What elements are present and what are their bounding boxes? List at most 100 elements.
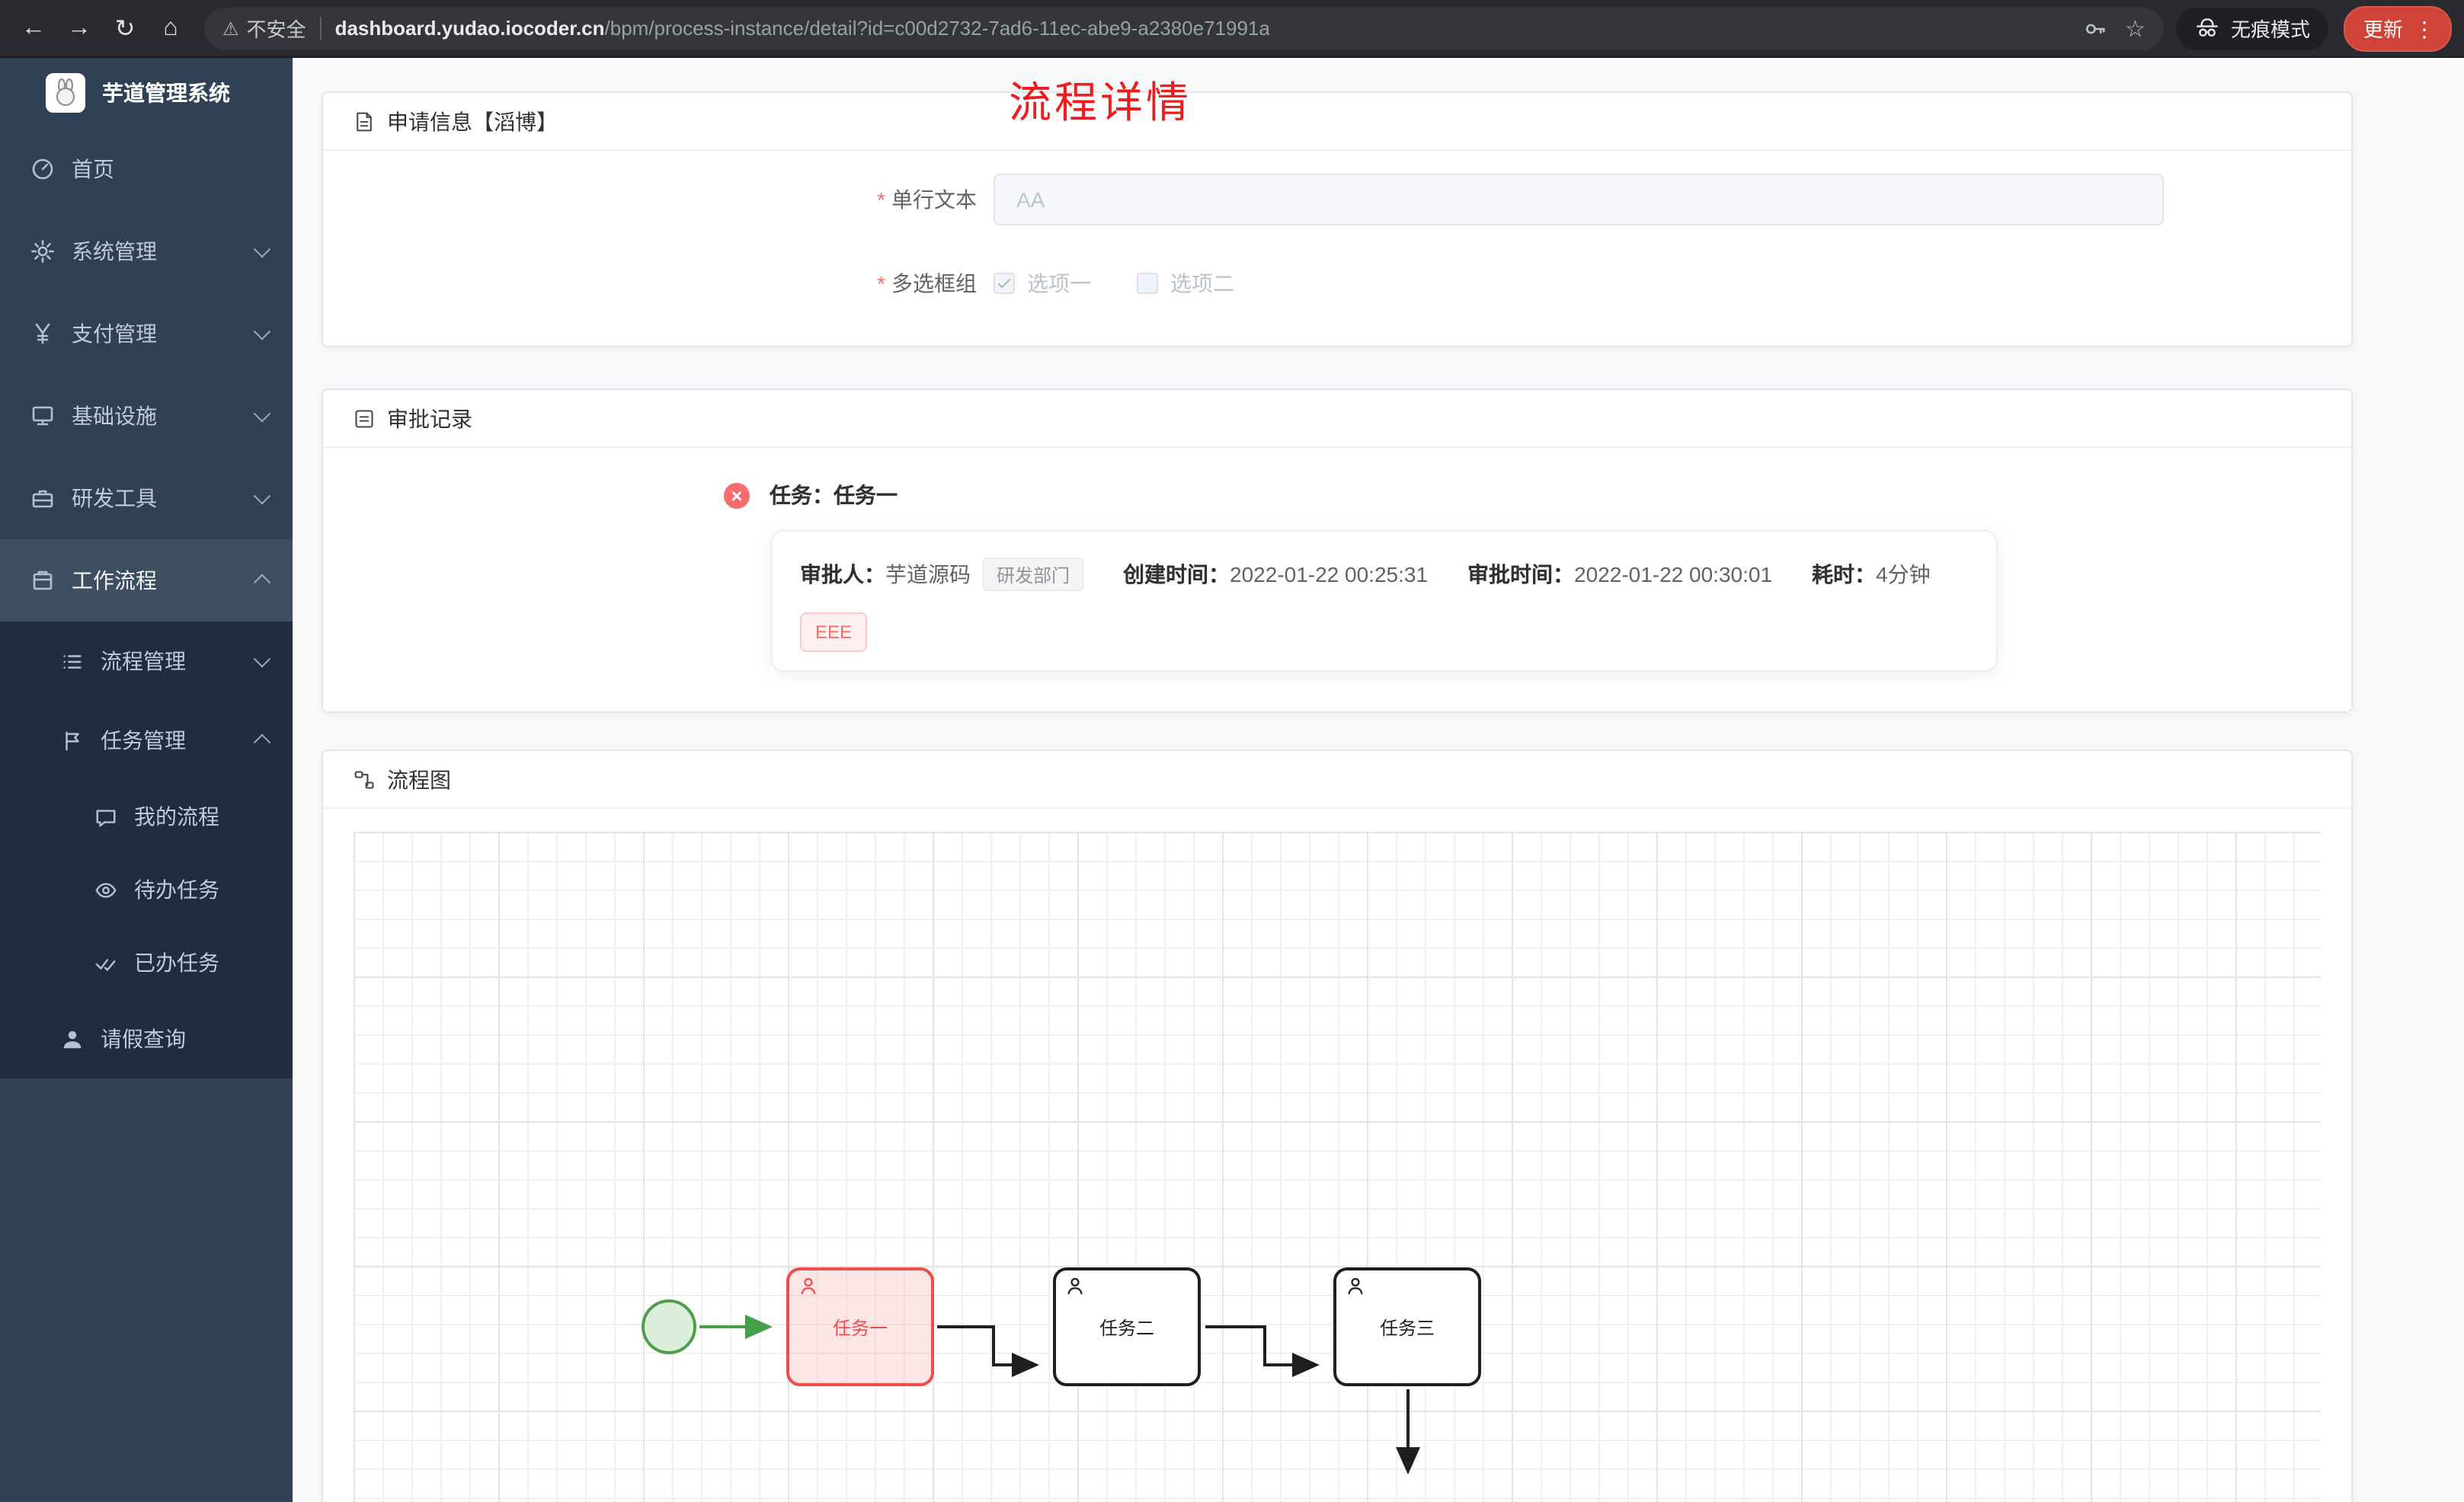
approved-time: 2022-01-22 00:30:01 — [1574, 562, 1773, 586]
comment-tag: EEE — [800, 612, 868, 652]
approver-label: 审批人： — [800, 562, 885, 586]
address-bar[interactable]: ⚠ 不安全 dashboard.yudao.iocoder.cn/bpm/pro… — [204, 7, 2164, 50]
process-diagram-card: 流程图 任 — [322, 749, 2353, 1502]
incognito-icon — [2196, 18, 2218, 37]
monitor-icon — [32, 406, 53, 426]
dashboard-icon — [32, 158, 53, 180]
chevron-down-icon — [253, 650, 271, 668]
sidebar-item-my-process[interactable]: 我的流程 — [0, 780, 293, 853]
diagram-icon — [354, 770, 374, 788]
bookmark-star-icon[interactable]: ☆ — [2125, 16, 2146, 42]
sidebar-item-infra[interactable]: 基础设施 — [0, 375, 293, 457]
chat-bubble-icon — [96, 809, 116, 826]
chevron-down-icon — [253, 404, 271, 423]
workflow-submenu: 流程管理 任务管理 我的流程 待办任务 已办 — [0, 622, 293, 1079]
brand-title: 芋道管理系统 — [102, 81, 230, 105]
page-url: dashboard.yudao.iocoder.cn/bpm/process-i… — [335, 17, 1270, 40]
incognito-badge[interactable]: 无痕模式 — [2175, 7, 2328, 50]
user-task-icon — [801, 1277, 816, 1295]
sidebar-item-label: 流程管理 — [101, 649, 186, 673]
chevron-down-icon — [253, 322, 271, 340]
sidebar-item-label: 首页 — [72, 157, 114, 181]
approval-record-card: 审批记录 × 任务：任务一 审批人： 芋道源码 研发部门 创建时间： 2022-… — [322, 388, 2353, 713]
sidebar-item-label: 支付管理 — [72, 321, 157, 346]
approval-detail-card: 审批人： 芋道源码 研发部门 创建时间： 2022-01-22 00:25:31… — [771, 530, 1998, 672]
sidebar-item-payment[interactable]: 支付管理 — [0, 292, 293, 375]
brand-logo[interactable]: 芋道管理系统 — [0, 58, 293, 128]
user-task-icon — [1348, 1277, 1363, 1295]
sidebar: 芋道管理系统 首页 系统管理 支付管理 基础设施 — [0, 58, 293, 1502]
sidebar-item-label: 我的流程 — [134, 804, 219, 829]
sidebar-item-label: 已办任务 — [134, 951, 219, 975]
brand-avatar — [46, 73, 85, 113]
task-node-3[interactable]: 任务三 — [1333, 1267, 1481, 1386]
page-title: 流程详情 — [1009, 79, 1192, 126]
required-mark: * — [877, 271, 885, 296]
task-node-label: 任务一 — [832, 1317, 888, 1338]
checkbox-option-1: 选项一 — [994, 268, 1091, 299]
task-node-label: 任务二 — [1099, 1317, 1154, 1338]
update-label: 更新 — [2363, 18, 2403, 41]
sidebar-item-system[interactable]: 系统管理 — [0, 210, 293, 292]
sidebar-item-task-management[interactable]: 任务管理 — [0, 701, 293, 780]
required-mark: * — [877, 187, 885, 212]
yen-icon — [35, 323, 50, 344]
created-time: 2022-01-22 00:25:31 — [1230, 562, 1429, 586]
chevron-down-icon — [253, 240, 271, 258]
chevron-up-icon — [253, 574, 271, 592]
single-line-text-input — [994, 174, 2164, 225]
checkbox-group-row: *多选框组 选项一 选项二 — [323, 268, 2351, 299]
user-icon — [63, 1030, 82, 1048]
password-key-icon[interactable] — [2082, 16, 2107, 40]
main-content: 流程详情 申请信息【滔博】 *单行文本 *多选框组 选项一 — [293, 58, 2464, 1502]
task-title: 任务：任务一 — [770, 483, 898, 507]
forward-icon[interactable]: → — [67, 14, 91, 40]
checkbox-checked-icon — [994, 273, 1015, 294]
bpmn-canvas[interactable]: 任务一 任务二 任务三 — [354, 832, 2321, 1502]
sidebar-item-label: 系统管理 — [72, 239, 157, 264]
refresh-icon[interactable]: ↻ — [114, 16, 136, 42]
toolbox-icon — [32, 490, 53, 508]
sidebar-item-label: 请假查询 — [101, 1027, 186, 1051]
security-label: 不安全 — [246, 18, 306, 41]
incognito-label: 无痕模式 — [2230, 18, 2310, 41]
card-title: 申请信息【滔博】 — [387, 109, 558, 133]
url-path: /bpm/process-instance/detail?id=c00d2732… — [604, 17, 1270, 40]
sidebar-item-workflow[interactable]: 工作流程 — [0, 539, 293, 622]
sidebar-item-label: 待办任务 — [134, 877, 219, 902]
sidebar-item-done-tasks[interactable]: 已办任务 — [0, 926, 293, 999]
timeline-item: × 任务：任务一 — [724, 480, 898, 510]
sidebar-item-todo-tasks[interactable]: 待办任务 — [0, 853, 293, 926]
card-title: 审批记录 — [387, 406, 472, 430]
sidebar-item-label: 基础设施 — [72, 404, 157, 428]
field-label: *单行文本 — [877, 187, 977, 212]
sidebar-item-devtools[interactable]: 研发工具 — [0, 457, 293, 539]
flag-icon — [66, 730, 79, 750]
approval-record-card-header: 审批记录 — [323, 390, 2351, 448]
sidebar-item-label: 任务管理 — [101, 728, 186, 753]
task-node-2[interactable]: 任务二 — [1053, 1267, 1201, 1386]
task-node-1[interactable]: 任务一 — [786, 1267, 934, 1386]
browser-menu-icon[interactable]: ⋮ — [2414, 16, 2435, 40]
checkbox-option-2: 选项二 — [1137, 268, 1234, 299]
duration-label: 耗时： — [1812, 562, 1877, 586]
sidebar-item-leave-query[interactable]: 请假查询 — [0, 999, 293, 1079]
approved-label: 审批时间： — [1467, 562, 1575, 586]
chevron-up-icon — [253, 733, 271, 752]
dept-tag: 研发部门 — [983, 558, 1084, 591]
text-field-row: *单行文本 — [323, 174, 2351, 225]
checkbox-label: 选项二 — [1170, 271, 1234, 296]
record-icon — [355, 409, 373, 427]
gear-icon — [31, 240, 54, 263]
update-button[interactable]: 更新 ⋮ — [2343, 5, 2452, 51]
sidebar-item-label: 研发工具 — [72, 486, 157, 510]
home-icon[interactable]: ⌂ — [163, 14, 178, 40]
sidebar-item-label: 工作流程 — [72, 568, 157, 593]
sidebar-item-home[interactable]: 首页 — [0, 128, 293, 210]
sidebar-item-process-management[interactable]: 流程管理 — [0, 622, 293, 701]
approver-name: 芋道源码 — [885, 562, 971, 586]
start-event-node[interactable] — [642, 1299, 696, 1354]
card-title: 流程图 — [387, 767, 451, 791]
back-icon[interactable]: ← — [21, 14, 46, 40]
process-diagram-card-header: 流程图 — [323, 751, 2351, 809]
